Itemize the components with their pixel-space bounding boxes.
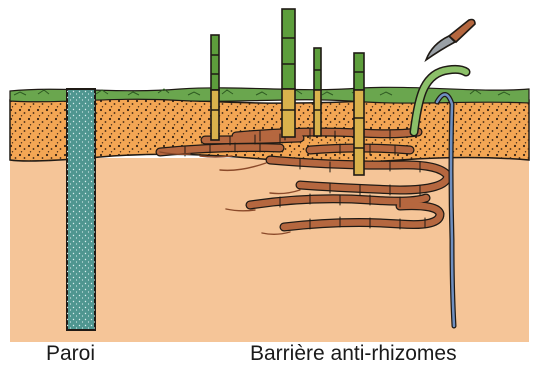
- pruning-knife-icon: [426, 20, 475, 61]
- wall-paroi: [67, 89, 95, 330]
- wall-caption: Paroi: [46, 343, 95, 364]
- barrier-caption: Barrière anti-rhizomes: [250, 343, 457, 364]
